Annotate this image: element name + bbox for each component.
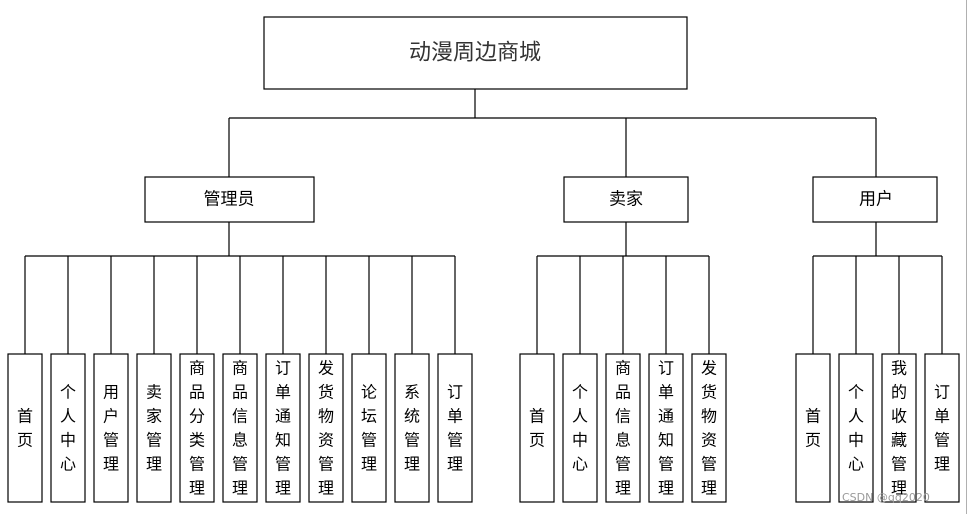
leaf-label: 发货物资管理 — [318, 359, 334, 498]
leaf-node: 首页 — [795, 256, 831, 503]
leaf-box — [222, 353, 258, 503]
leaf-box — [795, 353, 831, 503]
leaf-label: 首页 — [17, 407, 33, 450]
leaf-label: 论坛管理 — [361, 383, 377, 474]
role-box — [812, 176, 938, 223]
leaf-box — [394, 353, 430, 503]
leaf-label: 卖家管理 — [146, 383, 162, 474]
leaf-label: 商品分类管理 — [189, 359, 205, 498]
leaf-node: 商品信息管理 — [222, 256, 258, 503]
leaf-node: 发货物资管理 — [308, 256, 344, 503]
leaf-node: 订单通知管理 — [648, 256, 684, 503]
leaf-label: 个人中心 — [848, 383, 864, 474]
leaf-label: 订单管理 — [447, 383, 463, 474]
leaf-node: 首页 — [519, 256, 555, 503]
root-node: 动漫周边商城 — [263, 16, 688, 90]
leaf-node: 个人中心 — [562, 256, 598, 503]
leaf-box — [93, 353, 129, 503]
leaf-box — [351, 353, 387, 503]
leaf-label: 用户管理 — [103, 383, 119, 474]
leaf-node: 系统管理 — [394, 256, 430, 503]
leaf-box — [924, 353, 960, 503]
leaf-box — [7, 353, 43, 503]
leaf-box — [265, 353, 301, 503]
leaf-node: 订单管理 — [437, 256, 473, 503]
leaf-node: 订单通知管理 — [265, 256, 301, 503]
leaf-node: 发货物资管理 — [691, 256, 727, 503]
leaf-label: 订单通知管理 — [658, 359, 674, 498]
leaf-label: 个人中心 — [60, 383, 76, 474]
leaf-node: 我的收藏管理 — [881, 256, 917, 503]
leaf-label: 商品信息管理 — [232, 359, 248, 498]
csdn-watermark: CSDN @qq2020 — [842, 491, 930, 504]
leaf-box — [605, 353, 641, 503]
leaf-label: 首页 — [529, 407, 545, 450]
leaf-box — [308, 353, 344, 503]
leaf-label: 个人中心 — [572, 383, 588, 474]
leaf-label: 首页 — [805, 407, 821, 450]
leaf-node: 个人中心 — [50, 256, 86, 503]
root-node-label: 动漫周边商城 — [409, 41, 541, 66]
leaf-box — [50, 353, 86, 503]
leaf-box — [136, 353, 172, 503]
leaf-node: 个人中心 — [838, 256, 874, 503]
leaf-label: 系统管理 — [404, 383, 420, 474]
leaf-box — [562, 353, 598, 503]
leaf-box — [838, 353, 874, 503]
leaf-box — [179, 353, 215, 503]
leaf-box — [648, 353, 684, 503]
leaf-label: 订单管理 — [934, 383, 950, 474]
leaf-node: 首页 — [7, 256, 43, 503]
leaf-box — [437, 353, 473, 503]
leaf-box — [691, 353, 727, 503]
role-label: 卖家 — [609, 190, 643, 210]
leaf-label: 商品信息管理 — [615, 359, 631, 498]
leaf-node: 用户管理 — [93, 256, 129, 503]
leaf-node: 卖家管理 — [136, 256, 172, 503]
leaf-box — [881, 353, 917, 503]
role-label: 管理员 — [204, 190, 255, 210]
leaf-node: 商品分类管理 — [179, 256, 215, 503]
leaf-label: 发货物资管理 — [701, 359, 717, 498]
leaf-label: 我的收藏管理 — [891, 359, 907, 498]
leaf-node: 商品信息管理 — [605, 256, 641, 503]
leaf-node: 论坛管理 — [351, 256, 387, 503]
leaf-node: 订单管理 — [924, 256, 960, 503]
role-label: 用户 — [859, 190, 893, 210]
leaf-label: 订单通知管理 — [275, 359, 291, 498]
leaf-box — [519, 353, 555, 503]
